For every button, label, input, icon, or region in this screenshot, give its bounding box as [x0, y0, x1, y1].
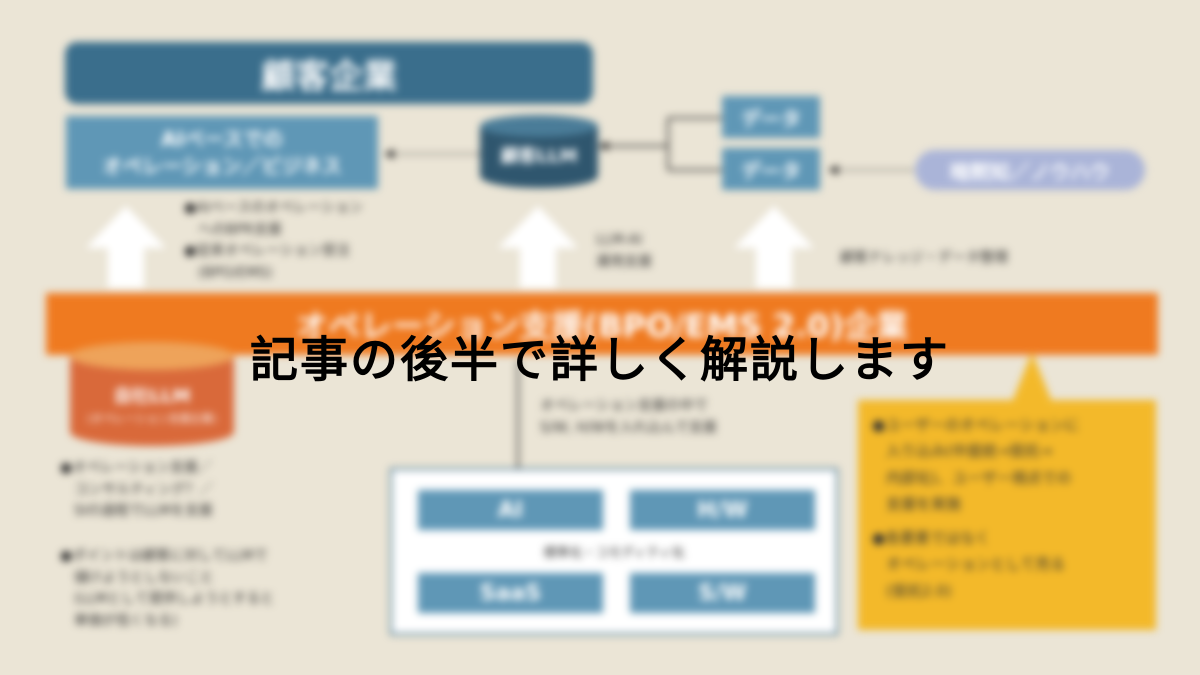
own-llm-cylinder [70, 342, 234, 446]
callout-line: ●各要素ではなく [872, 529, 991, 547]
note-line: S/W, H/Wを入れ込んで支援 [540, 419, 717, 436]
note-line: オペレーション支援の中で [540, 398, 708, 414]
ai-operations-line1: AIベースでの [161, 126, 283, 151]
note-line: ●従来オペレーション受注 [184, 243, 350, 260]
data-box-bottom: データ [722, 148, 820, 190]
callout-pointer [1012, 352, 1052, 402]
note-line: (BPO/EMS) [198, 265, 273, 282]
callout-line: 入り込み(中度統→受託→ [886, 442, 1052, 461]
overlay-caption: 記事の後半で詳しく解説します [249, 332, 950, 388]
own-llm-sublabel: (オペレーション支援企業) [87, 412, 217, 425]
note-line: へのBPR支援 [198, 221, 282, 238]
note-line: 運用支援 [596, 253, 652, 270]
note-line: ●ポイントは顧客に対してLLMで [60, 548, 268, 564]
up-arrow-icon [498, 206, 578, 288]
up-arrow-icon [86, 206, 166, 288]
operation-support-band: オペレーション支援(BPO/EMS 2.0)企業 [46, 293, 1158, 355]
ai-operations-line2: オペレーション／ビジネス [102, 153, 342, 178]
support-notes-top: ●AIベースのオペレーション へのBPR支援 ●従来オペレーション受注 (BPO… [184, 198, 363, 285]
tile-sw: S/W [630, 573, 815, 613]
note-line: 儲けようとしないこと [74, 569, 214, 586]
callout-line: オペレーションとして売る [886, 555, 1066, 574]
up-arrow-icon [734, 206, 814, 288]
tile-saas: SaaS [418, 573, 603, 613]
callout-line: (受託2.0) [886, 581, 952, 600]
ai-operations-box: AIベースでの オペレーション／ビジネス [66, 116, 378, 189]
tile-hw: H/W [630, 490, 815, 530]
note-line: (LLMとして提供しようとすると [74, 591, 275, 608]
own-llm-label: 自社LLM [113, 386, 191, 407]
note-line: コンサルティング？／ [74, 481, 214, 498]
support-notes-bottom-2: ●ポイントは顧客に対してLLMで 儲けようとしないこと (LLMとして提供しよう… [60, 546, 274, 633]
commodity-label: 標準化・コモディティ化 [543, 546, 685, 561]
note-line: ●オペレーション支援／ [60, 460, 212, 476]
data-box-top: データ [722, 96, 820, 138]
tacit-knowledge-pill: 暗黙知／ノウハウ [915, 150, 1145, 190]
knowledge-note: 顧客ナレッジ・データ整理 [840, 250, 1008, 266]
note-line: SIの過程でLLMを支援 [74, 503, 213, 520]
callout-line: 支援を実施 [886, 494, 962, 513]
callout-line: ●ユーザーのオペレーションに [872, 416, 1080, 434]
support-notes-bottom-1: ●オペレーション支援／ コンサルティング？／ SIの過程でLLMを支援 [60, 458, 213, 523]
llm-ai-note: LLM-AI 運用支援 [596, 230, 652, 273]
yellow-callout: ●ユーザーのオペレーションに 入り込み(中度統→受託→ 内部化)、ユーザー視点で… [858, 400, 1156, 630]
center-note: オペレーション支援の中で S/W, H/Wを入れ込んで支援 [540, 396, 717, 439]
tile-ai: AI [418, 490, 603, 530]
customer-llm-label: 顧客LLM [500, 146, 578, 167]
note-line: LLM-AI [596, 232, 643, 248]
customer-company-header: 顧客企業 [65, 42, 593, 104]
note-line: 単価が低くなる) [74, 613, 178, 630]
customer-llm-cylinder [480, 115, 598, 188]
note-line: ●AIベースのオペレーション [184, 200, 363, 216]
callout-line: 内部化)、ユーザー視点での [886, 468, 1072, 487]
